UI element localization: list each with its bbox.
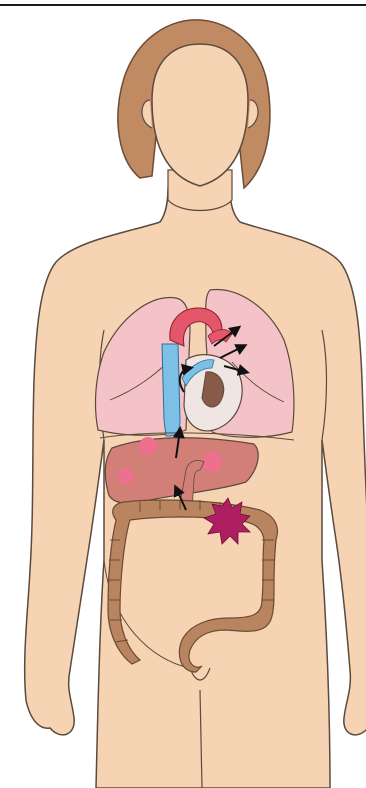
liver-metastasis-3 [118,468,134,484]
face [152,44,248,186]
vena-cava [162,344,180,436]
liver-metastasis-2 [202,452,222,472]
liver-metastasis-1 [139,437,157,455]
